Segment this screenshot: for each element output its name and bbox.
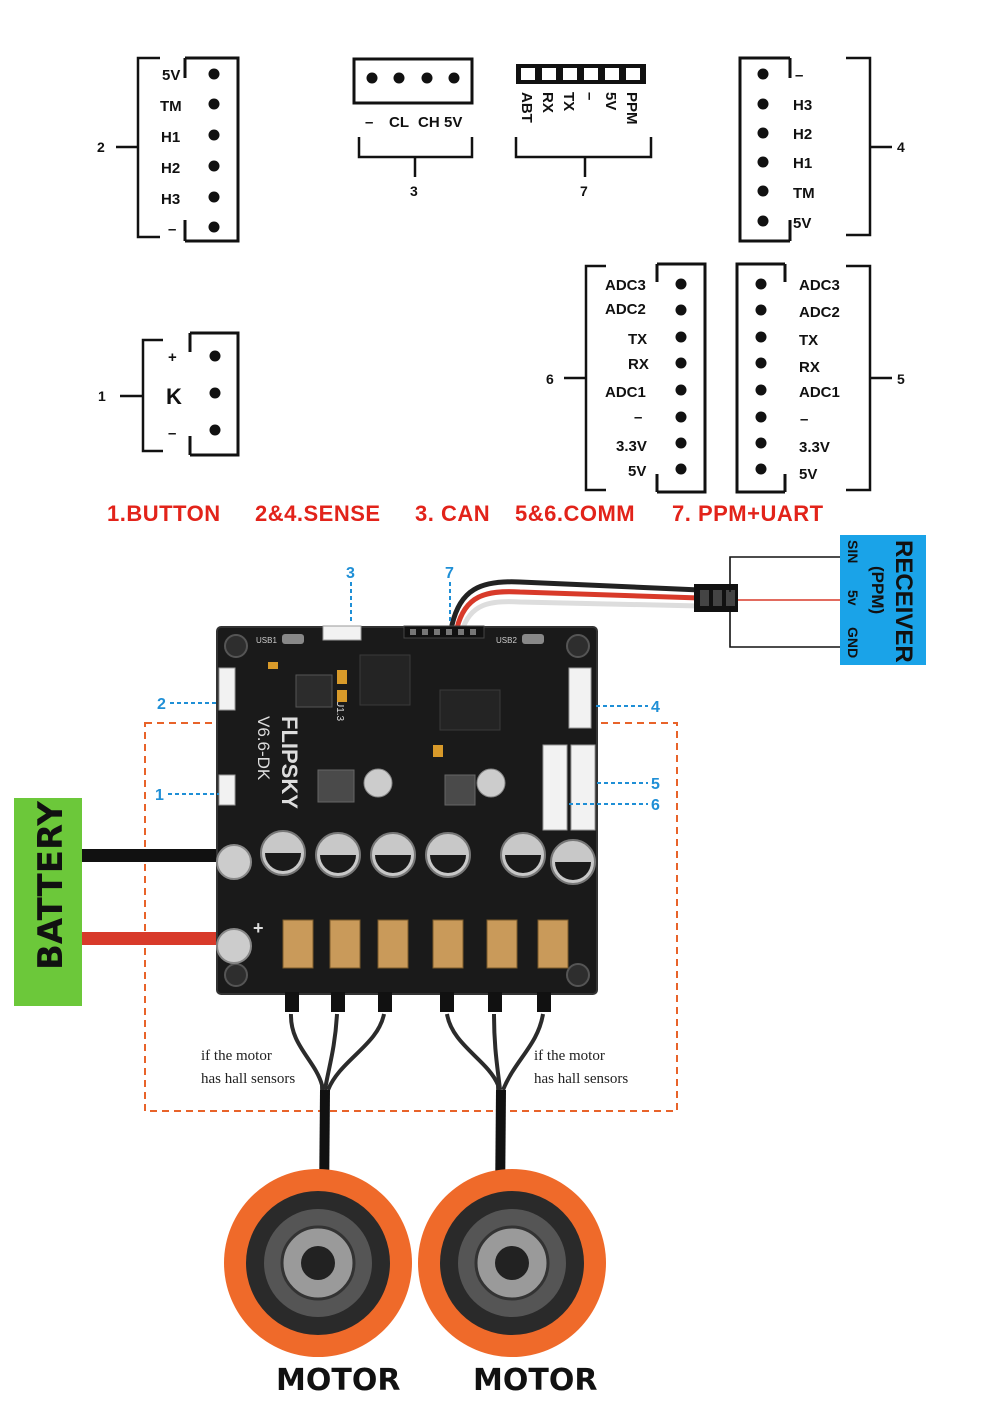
- brand-silkscreen: FLIPSKY: [277, 716, 302, 809]
- connector-3: – CL CH 5V 3: [352, 57, 474, 199]
- rev-silkscreen: U1.3: [334, 700, 345, 722]
- c1-pin-label: +: [168, 349, 177, 366]
- c6-pin-label: ADC2: [605, 301, 646, 318]
- c6-pin-label: RX: [628, 356, 649, 373]
- legend-item: 3. CAN: [415, 501, 490, 526]
- callout-5: 5: [651, 776, 660, 793]
- receiver-pin-label: SIN: [845, 540, 861, 563]
- ppm-cable: [449, 579, 703, 634]
- c2-pin-label: –: [168, 221, 176, 238]
- c5-pin-label: ADC1: [799, 384, 840, 401]
- c6-pin-label: TX: [628, 331, 647, 348]
- callout-7: 7: [445, 565, 454, 582]
- callout-1: 1: [155, 787, 164, 804]
- c2-pin-label: H1: [161, 129, 180, 146]
- c2-pin-label: H2: [161, 160, 180, 177]
- receiver-pin-label: 5v: [845, 590, 861, 606]
- c6-pin-label: ADC3: [605, 277, 646, 294]
- hall-note-line-2: has hall sensors: [201, 1071, 295, 1087]
- board-plus-mark: +: [253, 918, 264, 938]
- silk-usb1: USB1: [256, 636, 277, 645]
- legend-item: 1.BUTTON: [107, 501, 221, 526]
- legend-item: 2&4.SENSE: [255, 501, 381, 526]
- c3-pin-label: –: [365, 114, 373, 131]
- c4-pin-label: 5V: [793, 215, 811, 232]
- c5-pin-label: ADC2: [799, 304, 840, 321]
- connector-6: 6 ADC3 ADC2 TX RX ADC1 – 3.3V 5V: [546, 262, 707, 494]
- battery: BATTERY: [14, 798, 222, 1006]
- c2-pin-label: TM: [160, 98, 182, 115]
- c4-pin-label: H3: [793, 97, 812, 114]
- callout-3: 3: [346, 565, 355, 582]
- receiver-pin-label: GND: [845, 627, 861, 658]
- c4-pin-label: H1: [793, 155, 812, 172]
- connector-6-number: 6: [546, 371, 554, 387]
- connector-7-number: 7: [580, 183, 588, 199]
- connector-2: 2 5V TM H1 H2 H3 –: [97, 56, 240, 243]
- c5-pin-label: ADC3: [799, 277, 840, 294]
- motor-label: MOTOR: [473, 1363, 597, 1398]
- c4-pin-label: H2: [793, 126, 812, 143]
- connector-3-number: 3: [410, 183, 418, 199]
- silk-usb2: USB2: [496, 636, 517, 645]
- motor-left: [224, 1169, 412, 1357]
- c6-pin-label: –: [634, 409, 642, 426]
- c5-pin-label: 5V: [799, 466, 817, 483]
- callout-2: 2: [157, 696, 166, 713]
- c6-pin-label: ADC1: [605, 384, 646, 401]
- callout-4: 4: [651, 699, 660, 716]
- battery-label: BATTERY: [31, 801, 71, 970]
- legend-item: 7. PPM+UART: [672, 501, 824, 526]
- c5-pin-label: –: [800, 411, 808, 428]
- connector-1-number: 1: [98, 388, 106, 404]
- c2-pin-label: 5V: [162, 67, 180, 84]
- callout-6: 6: [651, 797, 660, 814]
- c7-pin-label: RX: [539, 92, 556, 113]
- motor-right: [418, 1169, 606, 1357]
- c7-pin-label: TX: [560, 92, 577, 111]
- legend: 1.BUTTON 2&4.SENSE 3. CAN 5&6.COMM 7. PP…: [107, 501, 824, 526]
- c5-pin-label: TX: [799, 332, 818, 349]
- receiver-title: RECEIVER: [890, 540, 917, 663]
- c3-pin-label: CL: [389, 114, 409, 131]
- c2-pin-label: H3: [161, 191, 180, 208]
- connector-2-number: 2: [97, 139, 105, 155]
- c7-pin-label: PPM: [623, 92, 640, 125]
- receiver-box: RECEIVER (PPM) SIN 5v GND: [840, 535, 926, 665]
- c6-pin-label: 3.3V: [616, 438, 647, 455]
- hall-note-line-1: if the motor: [201, 1048, 272, 1064]
- legend-item: 5&6.COMM: [515, 501, 635, 526]
- capacitor-row: [260, 830, 596, 885]
- c1-pin-label: K: [166, 384, 182, 409]
- c4-pin-label: –: [795, 67, 803, 84]
- esc-board: USB1 USB2 FLIPSKY V6.6-DK U1.3 +: [216, 625, 598, 995]
- c6-pin-label: 5V: [628, 463, 646, 480]
- c1-pin-label: –: [168, 425, 176, 442]
- connector-1: 1 + K –: [98, 331, 240, 457]
- motor-label: MOTOR: [276, 1363, 400, 1398]
- c7-pin-label: –: [581, 92, 598, 100]
- connector-5-number: 5: [897, 371, 905, 387]
- receiver-wiring: [729, 556, 840, 648]
- c7-pin-label: ABT: [518, 92, 535, 123]
- connector-5: ADC3 ADC2 TX RX ADC1 – 3.3V 5V 5: [735, 262, 905, 494]
- hall-note-line-1: if the motor: [534, 1048, 605, 1064]
- c3-pin-label: CH: [418, 114, 440, 131]
- callouts: [168, 582, 648, 805]
- connector-4: – H3 H2 H1 TM 5V 4: [738, 56, 905, 243]
- c3-pin-label: 5V: [444, 114, 462, 131]
- connector-4-number: 4: [897, 139, 905, 155]
- c7-pin-label: 5V: [602, 92, 619, 110]
- receiver-plug: [694, 584, 738, 612]
- hall-note-line-2: has hall sensors: [534, 1071, 628, 1087]
- model-silkscreen: V6.6-DK: [254, 716, 273, 781]
- c5-pin-label: 3.3V: [799, 439, 830, 456]
- connector-7: ABT RX TX – 5V PPM 7: [514, 64, 653, 199]
- c5-pin-label: RX: [799, 359, 820, 376]
- receiver-subtitle: (PPM): [868, 566, 887, 614]
- c4-pin-label: TM: [793, 185, 815, 202]
